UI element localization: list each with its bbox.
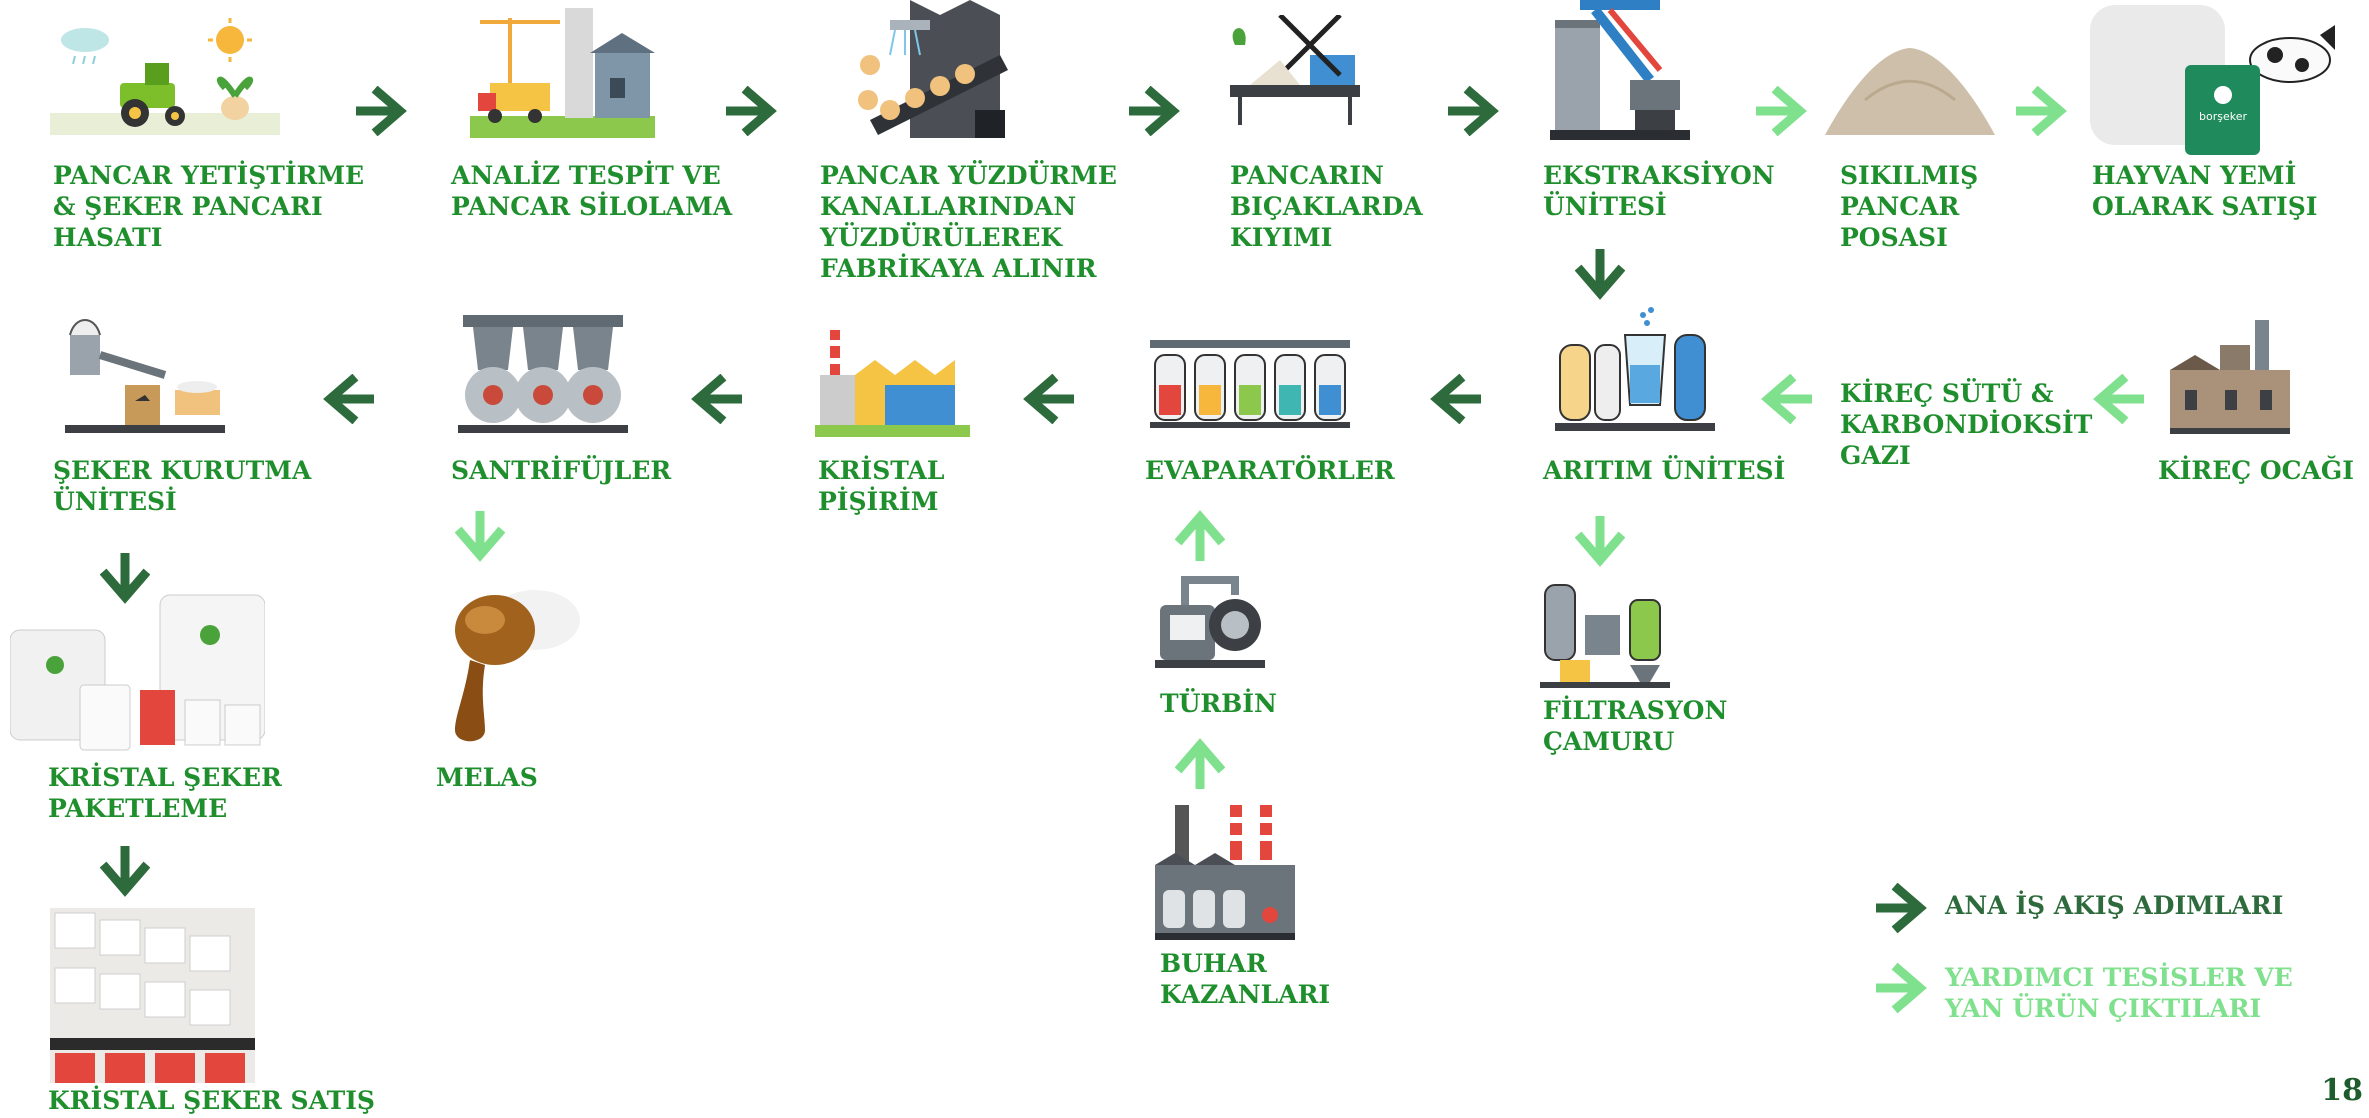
legend-secondary-text: YARDIMCI TESİSLER VE YAN ÜRÜN ÇIKTILARI [1945,963,2293,1023]
main-arrow-right-4 [1442,86,1502,136]
label-flume: PANCAR YÜZDÜRME KANALLARINDAN YÜZDÜRÜLER… [820,161,1117,283]
beet-washing-conveyor-icon [858,0,1008,138]
filtration-icon [1540,584,1670,688]
label-boilers: BUHAR KAZANLARI [1160,949,1331,1009]
main-arrow-left-2 [1020,374,1080,424]
crystal-boiling-icon [815,330,970,437]
label-extraction: EKSTRAKSİYON ÜNİTESİ [1543,161,1775,221]
main-arrow-down-packaging [100,840,150,900]
feed-bag-cow-icon: borşeker [2090,5,2335,155]
tractor-field-icon [50,18,280,135]
label-sales: KRİSTAL ŞEKER SATIŞ [48,1086,375,1115]
label-packaging: KRİSTAL ŞEKER PAKETLEME [48,763,282,823]
legend-secondary-arrow [1870,963,1930,1013]
main-arrow-left-3 [688,374,748,424]
label-lime-kiln: KİREÇ OCAĞI [2158,456,2354,485]
secondary-arrow-down-filter [1575,510,1625,570]
label-evaporators: EVAPARATÖRLER [1145,456,1395,485]
main-arrow-left-4 [320,374,380,424]
secondary-arrow-up-evaporators [1175,507,1225,567]
brand-text: borşeker [2199,110,2247,123]
secondary-arrow-left-2 [1758,374,1818,424]
treatment-unit-icon [1555,307,1715,431]
main-arrow-down-drying [100,547,150,607]
lime-kiln-icon [2170,320,2290,434]
main-arrow-down-extraction [1575,243,1625,303]
sugar-packages-icon [10,594,265,751]
turbine-icon [1155,576,1265,668]
construction-silo-icon [470,8,655,138]
label-filter-cake: FİLTRASYON ÇAMURU [1543,696,1728,756]
main-arrow-right-2 [720,86,780,136]
drying-unit-icon [65,319,225,433]
label-centrifuges: SANTRİFÜJLER [451,456,672,485]
label-feed: HAYVAN YEMİ OLARAK SATIŞI [2092,161,2318,221]
pulp-pile-icon [1825,48,1995,135]
label-crystal-boiling: KRİSTAL PİŞİRİM [818,456,945,516]
secondary-arrow-down-molasses [455,505,505,565]
evaporators-icon [1150,340,1350,428]
label-drying: ŞEKER KURUTMA ÜNİTESİ [53,456,312,516]
main-arrow-left-1 [1427,374,1487,424]
main-arrow-right-1 [350,86,410,136]
secondary-arrow-left-1 [2090,374,2150,424]
label-lime-milk: KİREÇ SÜTÜ & KARBONDİOKSİT GAZI [1840,379,2093,470]
sugar-boxes-shelf-icon [50,908,255,1083]
label-treatment: ARITIM ÜNİTESİ [1543,456,1786,485]
extraction-tower-icon [1550,0,1690,140]
label-slicing: PANCARIN BIÇAKLARDA KIYIMI [1230,161,1423,252]
legend-main-arrow [1870,883,1930,933]
label-turbine: TÜRBİN [1160,689,1277,718]
label-beet-harvest: PANCAR YETİŞTİRME & ŞEKER PANCARI HASATI [53,161,365,252]
main-arrow-right-3 [1123,86,1183,136]
secondary-arrow-right-2 [2010,86,2070,136]
slicing-machine-icon [1230,15,1360,125]
secondary-arrow-right-1 [1750,86,1810,136]
steam-boilers-icon [1155,805,1295,940]
label-analysis: ANALİZ TESPİT VE PANCAR SİLOLAMA [451,161,733,221]
legend-main-text: ANA İŞ AKIŞ ADIMLARI [1945,891,2284,920]
label-pulp: SIKILMIŞ PANCAR POSASI [1840,161,1979,252]
molasses-jar-icon [455,590,580,742]
label-molasses: MELAS [436,763,538,792]
page-number: 18 [2321,1073,2363,1108]
secondary-arrow-up-turbine [1175,735,1225,795]
centrifuges-icon [458,315,628,433]
